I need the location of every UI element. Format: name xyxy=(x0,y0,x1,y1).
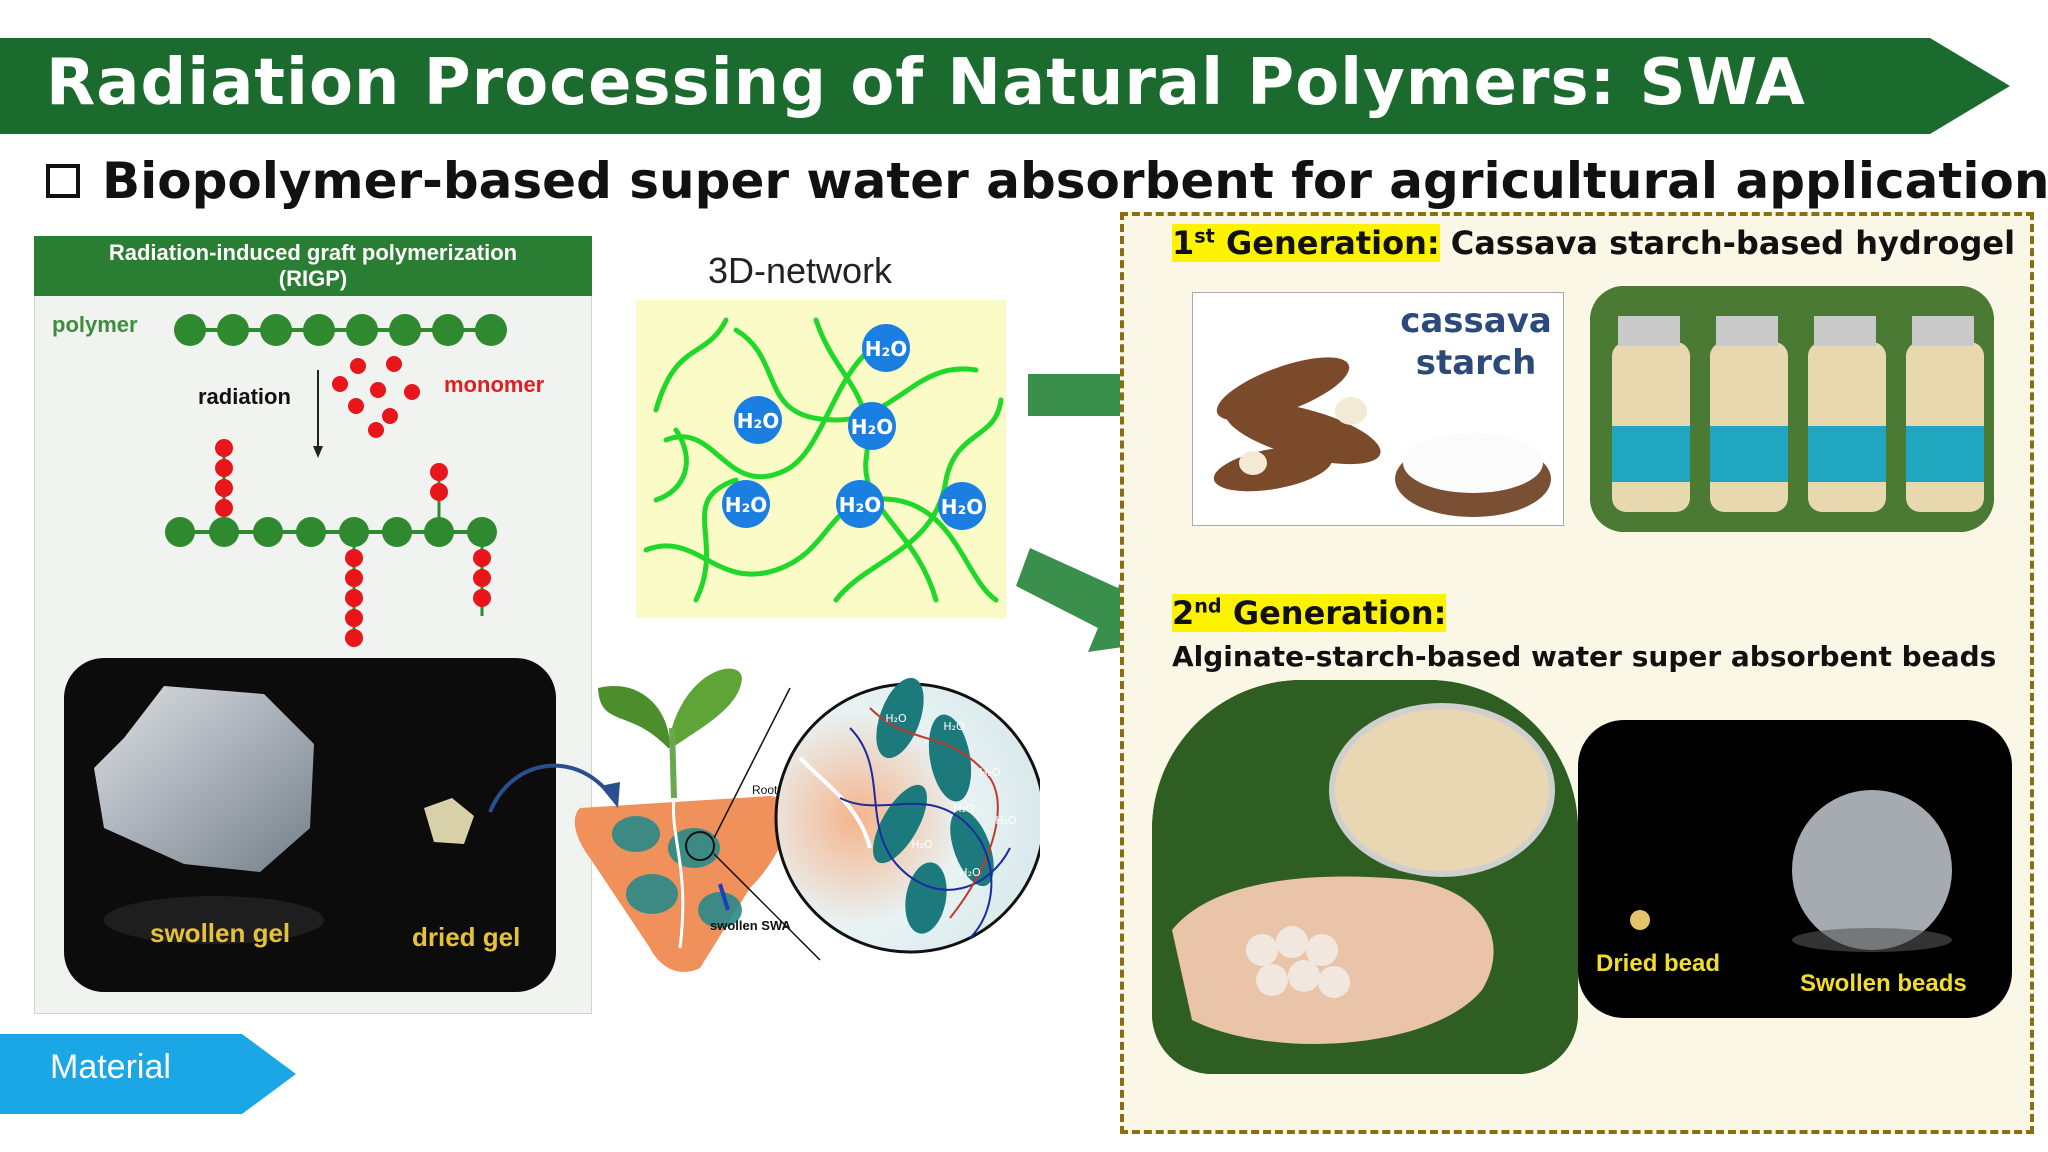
h2o-label: H₂O xyxy=(737,409,780,433)
beads-photo xyxy=(1578,720,2012,1018)
rigp-header: Radiation-induced graft polymerization (… xyxy=(34,236,592,296)
gen1-highlight: 1st Generation: xyxy=(1172,224,1440,262)
subtitle-text: Biopolymer-based super water absorbent f… xyxy=(102,152,2048,210)
h2o-small-label: H₂O xyxy=(911,838,933,851)
h2o-label: H₂O xyxy=(865,337,908,361)
gen2-highlight: 2nd Generation: xyxy=(1172,594,1447,632)
radiation-arrow xyxy=(313,370,323,458)
plant-soil-diagram: swollen SWA Root H₂O H₂O H₂O H₂O H₂O H₂O… xyxy=(574,668,1040,972)
gen2-suffix: nd xyxy=(1194,594,1222,618)
network-diagram: H₂O H₂O H₂O H₂O H₂O H₂O xyxy=(643,317,1004,603)
rigp-header-line1: Radiation-induced graft polymerization xyxy=(108,240,518,265)
h2o-small-label: H₂O xyxy=(943,720,965,733)
bottles-photo xyxy=(1590,286,1994,532)
gen1-title: 1st Generation: Cassava starch-based hyd… xyxy=(1172,224,2015,262)
h2o-small-label: H₂O xyxy=(885,712,907,725)
leaf-icon xyxy=(672,668,742,748)
gen1-suffix: st xyxy=(1194,224,1215,248)
h2o-small-label: H₂O xyxy=(979,766,1001,779)
curved-arrow-icon xyxy=(488,763,620,813)
h2o-label: H₂O xyxy=(941,495,984,519)
title-banner xyxy=(0,38,2010,134)
gen2-ordinal: 2 xyxy=(1172,594,1195,632)
h2o-small-label: H₂O xyxy=(995,814,1017,827)
swollen-swa-label: swollen SWA xyxy=(710,918,792,933)
dried-bead-label: Dried bead xyxy=(1596,950,1721,977)
beads-photo-art xyxy=(1630,790,1952,952)
gen2-label: Generation: xyxy=(1221,594,1447,632)
polymer-label: polymer xyxy=(52,312,138,337)
swollen-beads-label: Swollen beads xyxy=(1800,970,1967,997)
subtitle-row: Biopolymer-based super water absorbent f… xyxy=(46,152,2048,210)
root-label: Root xyxy=(752,783,778,797)
swollen-gel-label: swollen gel xyxy=(150,918,291,948)
leaf-icon xyxy=(598,686,670,748)
network-label: 3D-network xyxy=(708,250,893,291)
cassava-starch-label: cassava starch xyxy=(1400,301,1552,383)
gel-photo xyxy=(64,658,556,992)
rigp-diagram xyxy=(165,314,507,647)
polymer-network-lines xyxy=(643,317,1004,603)
polymer-chain xyxy=(174,314,507,346)
bottles-photo-art xyxy=(1590,286,1994,532)
monomer-label: monomer xyxy=(444,372,545,397)
water-molecules: H₂O H₂O H₂O H₂O H₂O H₂O xyxy=(722,324,986,530)
bullet-box-icon xyxy=(46,164,80,198)
gel-photo-art xyxy=(94,686,474,944)
material-tag xyxy=(0,1034,296,1114)
network-box: H₂O H₂O H₂O H₂O H₂O H₂O xyxy=(636,300,1006,618)
h2o-label: H₂O xyxy=(851,415,894,439)
gen1-label: Generation: xyxy=(1214,224,1440,262)
radiation-label: radiation xyxy=(198,384,291,409)
monomer-dots xyxy=(332,356,420,438)
material-label: Material xyxy=(50,1048,171,1086)
hand-beads-photo xyxy=(1152,680,1578,1074)
gen2-title: 2nd Generation: xyxy=(1172,594,1447,632)
h2o-small-label: H₂O xyxy=(959,866,981,879)
h2o-label: H₂O xyxy=(839,493,882,517)
page-title: Radiation Processing of Natural Polymers… xyxy=(46,46,1806,120)
cassava-photo-art xyxy=(1213,357,1551,517)
gen2-description: Alginate-starch-based water super absorb… xyxy=(1172,640,1997,673)
gen1-ordinal: 1 xyxy=(1172,224,1195,262)
h2o-small-label: H₂O xyxy=(953,802,975,815)
rigp-header-line2: (RIGP) xyxy=(278,266,348,291)
h2o-label: H₂O xyxy=(725,493,768,517)
dried-gel-label: dried gel xyxy=(412,922,521,952)
gen1-description: Cassava starch-based hydrogel xyxy=(1439,224,2016,262)
hand-beads-photo-art xyxy=(1152,680,1578,1074)
grafted-chain xyxy=(165,439,497,647)
cassava-photo xyxy=(1192,292,1564,526)
